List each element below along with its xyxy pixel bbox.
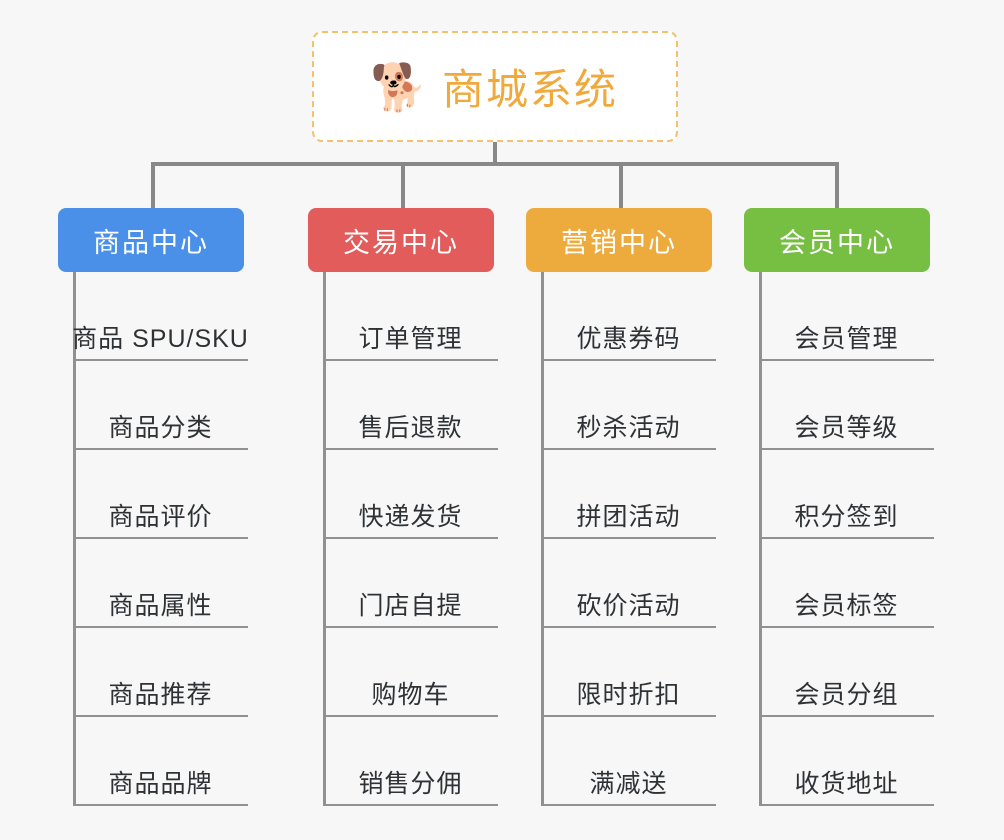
- leaf-item[interactable]: 商品推荐: [73, 628, 248, 717]
- leaf-item[interactable]: 商品品牌: [73, 717, 248, 806]
- leaf-label: 会员管理: [794, 325, 899, 353]
- leaf-item[interactable]: 拼团活动: [541, 450, 716, 539]
- header-product-center[interactable]: 商品中心: [58, 208, 244, 272]
- spine-product-center: [73, 272, 76, 806]
- leaf-list-marketing-center: 优惠券码 秒杀活动 拼团活动 砍价活动 限时折扣 满减送: [526, 272, 716, 806]
- leaf-label: 砍价活动: [576, 592, 681, 620]
- root-node[interactable]: 🐕 商城系统: [312, 31, 678, 142]
- leaf-label: 商品评价: [108, 503, 213, 531]
- leaf-item[interactable]: 销售分佣: [323, 717, 498, 806]
- leaf-label: 会员分组: [794, 681, 899, 709]
- leaf-item[interactable]: 购物车: [323, 628, 498, 717]
- leaf-label: 商品分类: [108, 414, 213, 442]
- connector-drop-trade: [401, 162, 405, 208]
- leaf-label: 拼团活动: [576, 503, 681, 531]
- dog-face-icon: 🐕: [370, 60, 428, 113]
- leaf-item[interactable]: 售后退款: [323, 361, 498, 450]
- leaf-label: 秒杀活动: [576, 414, 681, 442]
- leaf-label: 积分签到: [794, 503, 899, 531]
- column-member-center: 会员中心 会员管理 会员等级 积分签到 会员标签 会员分组 收货地址: [744, 208, 934, 806]
- leaf-label: 订单管理: [358, 325, 463, 353]
- leaf-item[interactable]: 门店自提: [323, 539, 498, 628]
- column-marketing-center: 营销中心 优惠券码 秒杀活动 拼团活动 砍价活动 限时折扣 满减送: [526, 208, 716, 806]
- leaf-label: 收货地址: [794, 770, 899, 798]
- leaf-item[interactable]: 优惠券码: [541, 272, 716, 361]
- leaf-item[interactable]: 商品评价: [73, 450, 248, 539]
- leaf-label: 商品品牌: [108, 770, 213, 798]
- leaf-item[interactable]: 商品分类: [73, 361, 248, 450]
- leaf-label: 优惠券码: [576, 325, 681, 353]
- leaf-item[interactable]: 收货地址: [759, 717, 934, 806]
- leaf-item[interactable]: 会员管理: [759, 272, 934, 361]
- spine-marketing-center: [541, 272, 544, 806]
- header-marketing-center[interactable]: 营销中心: [526, 208, 712, 272]
- leaf-label: 满减送: [589, 770, 668, 798]
- leaf-label: 会员标签: [794, 592, 899, 620]
- leaf-item[interactable]: 秒杀活动: [541, 361, 716, 450]
- leaf-item[interactable]: 会员分组: [759, 628, 934, 717]
- connector-horizontal-bus: [151, 162, 839, 166]
- column-trade-center: 交易中心 订单管理 售后退款 快递发货 门店自提 购物车 销售分佣: [308, 208, 498, 806]
- leaf-label: 快递发货: [358, 503, 463, 531]
- leaf-item[interactable]: 砍价活动: [541, 539, 716, 628]
- leaf-label: 限时折扣: [576, 681, 681, 709]
- leaf-item[interactable]: 商品 SPU/SKU: [72, 272, 248, 361]
- leaf-list-trade-center: 订单管理 售后退款 快递发货 门店自提 购物车 销售分佣: [308, 272, 498, 806]
- leaf-label: 会员等级: [794, 414, 899, 442]
- leaf-label: 商品 SPU/SKU: [72, 325, 249, 353]
- leaf-item[interactable]: 限时折扣: [541, 628, 716, 717]
- leaf-item[interactable]: 订单管理: [323, 272, 498, 361]
- leaf-label: 商品属性: [108, 592, 213, 620]
- root-title: 商城系统: [441, 66, 618, 113]
- spine-member-center: [759, 272, 762, 806]
- leaf-label: 门店自提: [358, 592, 463, 620]
- connector-drop-marketing: [619, 162, 623, 208]
- leaf-label: 购物车: [371, 681, 450, 709]
- leaf-label: 商品推荐: [108, 681, 213, 709]
- leaf-label: 售后退款: [358, 414, 463, 442]
- header-trade-center[interactable]: 交易中心: [308, 208, 494, 272]
- spine-trade-center: [323, 272, 326, 806]
- leaf-label: 销售分佣: [358, 770, 463, 798]
- column-product-center: 商品中心 商品 SPU/SKU 商品分类 商品评价 商品属性 商品推荐 商品品牌: [58, 208, 248, 806]
- leaf-item[interactable]: 商品属性: [73, 539, 248, 628]
- header-member-center[interactable]: 会员中心: [744, 208, 930, 272]
- leaf-item[interactable]: 满减送: [541, 717, 716, 806]
- connector-root-stem: [493, 142, 497, 164]
- leaf-list-product-center: 商品 SPU/SKU 商品分类 商品评价 商品属性 商品推荐 商品品牌: [58, 272, 248, 806]
- leaf-item[interactable]: 会员标签: [759, 539, 934, 628]
- leaf-item[interactable]: 会员等级: [759, 361, 934, 450]
- leaf-list-member-center: 会员管理 会员等级 积分签到 会员标签 会员分组 收货地址: [744, 272, 934, 806]
- leaf-item[interactable]: 积分签到: [759, 450, 934, 539]
- connector-drop-member: [835, 162, 839, 208]
- leaf-item[interactable]: 快递发货: [323, 450, 498, 539]
- connector-drop-product: [151, 162, 155, 208]
